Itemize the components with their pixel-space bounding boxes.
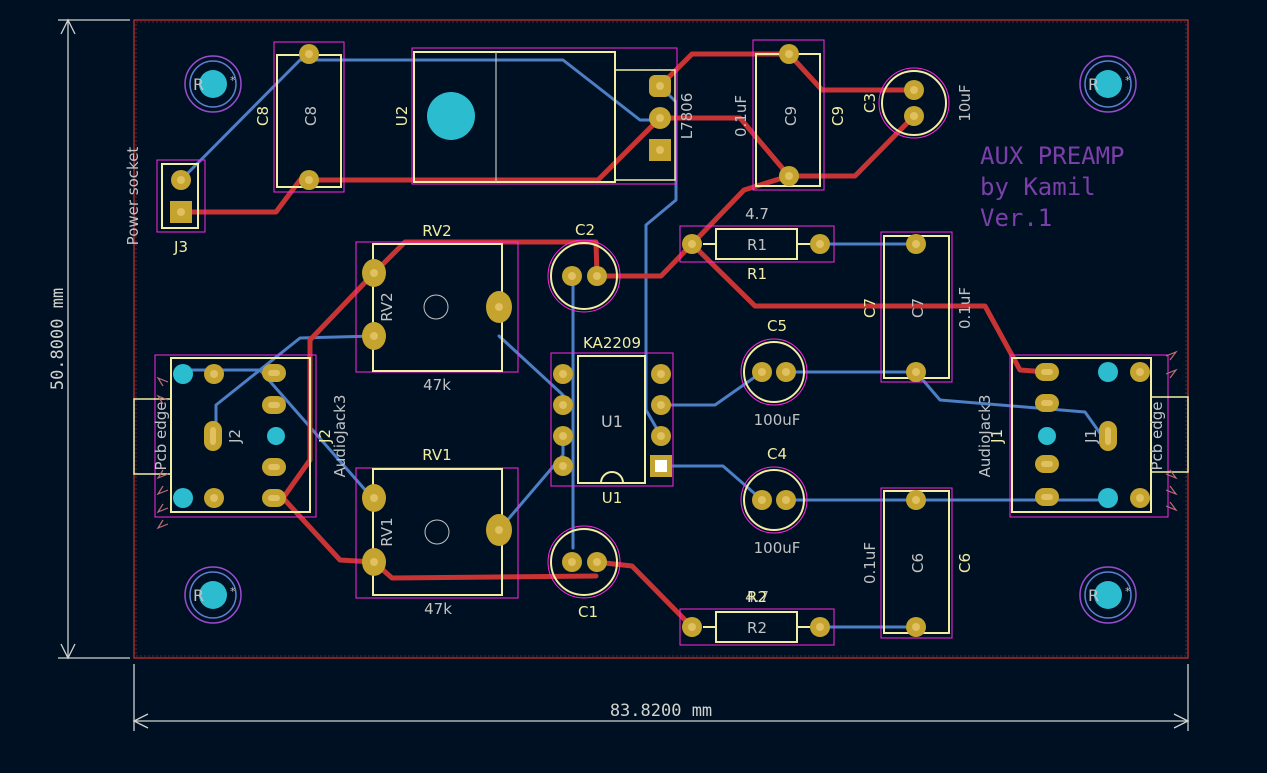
svg-text:J3: J3 [173, 238, 188, 256]
svg-text:R: R [1088, 75, 1099, 94]
svg-text:R: R [193, 586, 204, 605]
r1-footprint: R1 4.7 R1 [679, 205, 835, 283]
svg-text:Pcb edge: Pcb edge [1148, 401, 1166, 470]
svg-text:C9: C9 [782, 106, 800, 126]
svg-text:*: * [1125, 585, 1131, 598]
svg-text:Power socket: Power socket [124, 147, 142, 246]
c1-footprint: C1 [547, 525, 621, 621]
c4-footprint: C4 100uF [740, 445, 808, 557]
svg-text:R1: R1 [747, 236, 767, 254]
svg-text:C2: C2 [575, 221, 595, 239]
rv2-footprint: RV2 RV2 47k [355, 222, 519, 394]
svg-text:*: * [230, 585, 236, 598]
svg-text:C6: C6 [956, 553, 974, 573]
svg-text:J1: J1 [988, 429, 1006, 444]
svg-text:R2: R2 [747, 588, 767, 606]
svg-text:U2: U2 [393, 106, 411, 127]
svg-text:100uF: 100uF [754, 539, 801, 557]
svg-text:J2: J2 [226, 429, 244, 444]
c3-footprint: C3 10uF [861, 67, 974, 139]
svg-text:AudioJack3: AudioJack3 [331, 395, 349, 478]
width-dimension-label: 83.8200 mm [610, 701, 712, 721]
svg-text:J2: J2 [316, 429, 334, 444]
svg-text:RV1: RV1 [422, 446, 451, 464]
svg-text:R: R [1088, 586, 1099, 605]
svg-text:AudioJack3: AudioJack3 [976, 395, 994, 478]
svg-text:C8: C8 [302, 106, 320, 126]
svg-text:0.1uF: 0.1uF [732, 95, 750, 137]
svg-text:*: * [230, 74, 236, 87]
board-outline-hatch [135, 21, 1187, 657]
svg-text:*: * [1125, 74, 1131, 87]
mounting-hole-top-right: R * [1079, 55, 1137, 113]
svg-text:R2: R2 [747, 619, 767, 637]
svg-text:KA2209: KA2209 [583, 334, 641, 352]
mounting-hole-top-left: R * [184, 55, 242, 113]
svg-text:4.7: 4.7 [745, 205, 769, 223]
j1-footprint: J1 J1 AudioJack3 Pcb edge [976, 350, 1189, 518]
c5-footprint: C5 100uF [740, 317, 808, 429]
svg-text:47k: 47k [423, 376, 451, 394]
svg-text:U1: U1 [602, 489, 623, 507]
u1-footprint: KA2209 U1 U1 [550, 334, 674, 507]
svg-text:10uF: 10uF [956, 84, 974, 121]
board-outline [133, 19, 1189, 659]
svg-text:R: R [193, 75, 204, 94]
j3-footprint: J3 Power socket [124, 147, 206, 256]
svg-text:RV2: RV2 [422, 222, 451, 240]
svg-text:0.1uF: 0.1uF [956, 287, 974, 329]
svg-text:C1: C1 [578, 603, 598, 621]
svg-text:C3: C3 [861, 93, 879, 113]
svg-text:C4: C4 [767, 445, 787, 463]
title-line-2: by Kamil [980, 173, 1096, 201]
width-dimension [132, 664, 1190, 731]
svg-text:4.7: 4.7 [745, 588, 769, 606]
mounting-hole-bottom-left: R * [184, 566, 242, 624]
r2-footprint: R2 4.7 R2 [679, 588, 835, 646]
svg-text:C5: C5 [767, 317, 787, 335]
height-dimension-label: 50.8000 mm [48, 288, 68, 390]
c2-footprint: C2 [547, 221, 621, 313]
svg-text:Pcb edge: Pcb edge [152, 401, 170, 470]
svg-text:C6: C6 [909, 553, 927, 573]
svg-text:RV1: RV1 [378, 517, 396, 546]
title-block: AUX PREAMP by Kamil Ver.1 [980, 142, 1125, 232]
svg-text:47k: 47k [424, 600, 452, 618]
svg-text:0.1uF: 0.1uF [861, 542, 879, 584]
svg-text:C7: C7 [861, 298, 879, 318]
svg-text:J1: J1 [1082, 429, 1100, 444]
title-line-1: AUX PREAMP [980, 142, 1125, 170]
svg-text:RV2: RV2 [378, 292, 396, 321]
through-hole-pads [170, 44, 1150, 637]
mounting-hole-bottom-right: R * [1079, 566, 1137, 624]
u2-footprint: U2 L7806 [393, 47, 696, 185]
svg-text:C9: C9 [829, 106, 847, 126]
svg-text:C7: C7 [909, 298, 927, 318]
svg-text:L7806: L7806 [678, 93, 696, 140]
title-line-3: Ver.1 [980, 204, 1052, 232]
j2-footprint: J2 J2 AudioJack3 Pcb edge [133, 354, 349, 530]
svg-text:R1: R1 [747, 265, 767, 283]
svg-text:100uF: 100uF [754, 411, 801, 429]
svg-text:C8: C8 [254, 106, 272, 126]
height-dimension [58, 18, 130, 660]
svg-text:U1: U1 [601, 412, 623, 431]
